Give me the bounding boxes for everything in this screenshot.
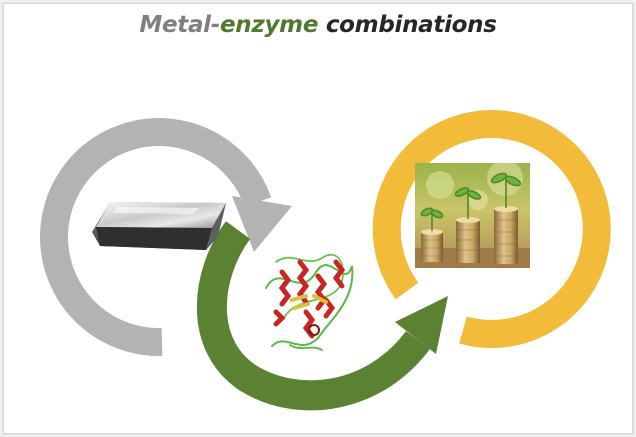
protein-structure-icon: [265, 253, 354, 351]
enzyme-cycle-arrow: [196, 221, 448, 411]
metal-ingot-icon: [92, 202, 226, 250]
title-enzyme: enzyme: [220, 12, 319, 38]
growth-cycle-ring: [372, 110, 611, 348]
title-metal: Metal: [139, 12, 211, 38]
coin-stacks-plant-icon: [415, 163, 530, 268]
page-title: Metal-enzyme combinations: [0, 12, 636, 38]
title-combinations: combinations: [318, 12, 497, 38]
metal-cycle-arrow: [40, 118, 292, 357]
title-dash: -: [210, 12, 221, 38]
